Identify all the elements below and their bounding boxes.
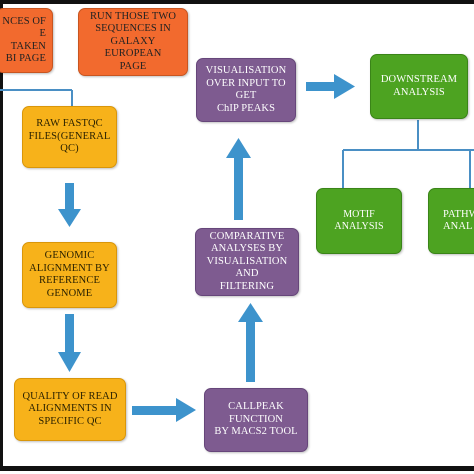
node-callpeak-label: CALLPEAK FUNCTION BY MACS2 TOOL: [214, 401, 298, 438]
branch-connector: [342, 120, 474, 188]
node-comparative: COMPARATIVE ANALYSES BY VISUALISATION AN…: [195, 228, 299, 296]
arrow-right-2: [306, 74, 355, 99]
node-genomic-alignment-label: GENOMIC ALIGNMENT BY REFERENCE GENOME: [29, 250, 110, 299]
frame-border-top: [0, 0, 474, 4]
arrow-down-2: [58, 314, 81, 372]
node-sequences-ncbi: NCES OF E TAKEN BI PAGE: [0, 8, 53, 73]
frame-border-bottom: [0, 466, 474, 471]
node-visualisation-label: VISUALISATION OVER INPUT TO GET ChIP PEA…: [205, 65, 287, 114]
node-raw-fastqc-label: RAW FASTQC FILES(GENERAL QC): [28, 118, 111, 155]
arrow-down-1: [58, 183, 81, 227]
node-quality-reads: QUALITY OF READ ALIGNMENTS IN SPECIFIC Q…: [14, 378, 126, 441]
node-genomic-alignment: GENOMIC ALIGNMENT BY REFERENCE GENOME: [22, 242, 117, 308]
node-motif-label: MOTIF ANALYSIS: [334, 208, 384, 233]
node-motif: MOTIF ANALYSIS: [316, 188, 402, 254]
node-visualisation: VISUALISATION OVER INPUT TO GET ChIP PEA…: [196, 58, 296, 122]
node-callpeak: CALLPEAK FUNCTION BY MACS2 TOOL: [204, 388, 308, 452]
node-run-galaxy: RUN THOSE TWO SEQUENCES IN GALAXY EUROPE…: [78, 8, 188, 76]
node-quality-reads-label: QUALITY OF READ ALIGNMENTS IN SPECIFIC Q…: [22, 390, 118, 427]
node-pathway: PATHW ANAL: [428, 188, 474, 254]
node-comparative-label: COMPARATIVE ANALYSES BY VISUALISATION AN…: [206, 230, 288, 292]
arrow-up-1: [238, 303, 263, 382]
node-raw-fastqc: RAW FASTQC FILES(GENERAL QC): [22, 106, 117, 168]
node-sequences-ncbi-label: NCES OF E TAKEN BI PAGE: [2, 15, 46, 65]
node-downstream-label: DOWNSTREAM ANALYSIS: [380, 74, 458, 98]
arrow-right-1: [132, 398, 196, 422]
node-downstream: DOWNSTREAM ANALYSIS: [370, 54, 468, 119]
top-connector: [0, 89, 73, 106]
node-run-galaxy-label: RUN THOSE TWO SEQUENCES IN GALAXY EUROPE…: [89, 10, 177, 72]
frame-border-left: [0, 0, 3, 470]
node-pathway-label: PATHW ANAL: [443, 208, 474, 233]
arrow-up-2: [226, 138, 251, 220]
